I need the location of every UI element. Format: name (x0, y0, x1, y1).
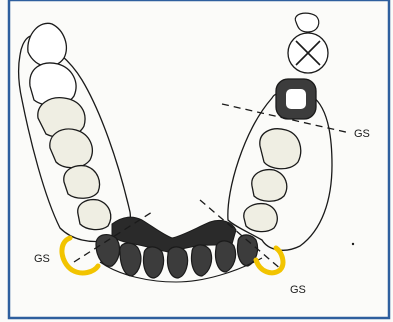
right-tooth-5 (244, 204, 277, 232)
gs-label-left: GS (34, 253, 50, 265)
left-tooth-6 (78, 200, 111, 230)
right-tooth-4 (252, 170, 287, 202)
right-tooth-3 (260, 129, 301, 169)
stray-dot (352, 243, 354, 245)
crown-square-icon (276, 79, 316, 119)
gs-label-right: GS (290, 284, 306, 296)
anterior-tooth-3 (143, 247, 163, 278)
gs-label-upper-right: GS (354, 128, 370, 140)
left-tooth-4 (50, 129, 93, 168)
anterior-tooth-4 (167, 247, 187, 278)
x-mark-icon (288, 33, 328, 73)
left-tooth-5 (64, 166, 100, 199)
